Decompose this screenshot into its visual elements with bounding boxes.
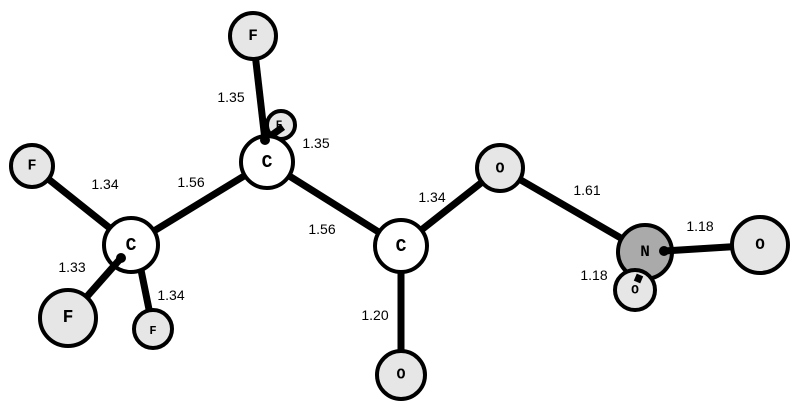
- bond-length-label: 1.61: [573, 182, 600, 198]
- svg-text:O: O: [755, 236, 765, 254]
- svg-text:F: F: [63, 308, 74, 328]
- bond-length-label: 1.35: [217, 89, 244, 105]
- atom-f-bottom-left: F: [38, 288, 98, 348]
- bond-length-label: 1.18: [580, 267, 607, 283]
- bond-length-label: 1.34: [418, 189, 445, 205]
- svg-text:C: C: [126, 236, 137, 256]
- bond-length-label: 1.34: [91, 176, 118, 192]
- bond-n-o-small-front: [633, 273, 644, 284]
- bond-length-label: 1.34: [157, 287, 184, 303]
- svg-text:O: O: [396, 367, 405, 384]
- svg-text:C: C: [262, 153, 273, 173]
- bond-end-dot: [116, 253, 126, 263]
- svg-text:F: F: [149, 324, 156, 338]
- atom-f-left: F: [9, 143, 55, 189]
- atom-c3: C: [373, 218, 429, 274]
- svg-text:O: O: [631, 283, 639, 298]
- bond-end-dot: [659, 246, 669, 256]
- atom-f-bottom-small: F: [132, 308, 174, 350]
- bond-length-label: 1.33: [58, 259, 85, 275]
- atom-o-n-right: O: [730, 215, 790, 275]
- svg-text:O: O: [495, 161, 504, 178]
- svg-text:F: F: [248, 27, 258, 45]
- bond-length-label: 1.20: [361, 307, 388, 323]
- svg-text:C: C: [396, 237, 407, 257]
- bond-length-label: 1.56: [308, 221, 335, 237]
- atom-o-n-small: O: [613, 268, 657, 312]
- atom-o-ether: O: [475, 143, 525, 193]
- svg-text:N: N: [640, 243, 650, 261]
- bond-length-label: 1.56: [177, 174, 204, 190]
- bond-end-dot: [260, 135, 270, 145]
- bond-length-label: 1.35: [302, 135, 329, 151]
- atom-f-top: F: [228, 11, 278, 61]
- svg-text:F: F: [27, 158, 36, 175]
- bond-length-label: 1.18: [686, 218, 713, 234]
- atom-o-carbonyl: O: [375, 349, 427, 401]
